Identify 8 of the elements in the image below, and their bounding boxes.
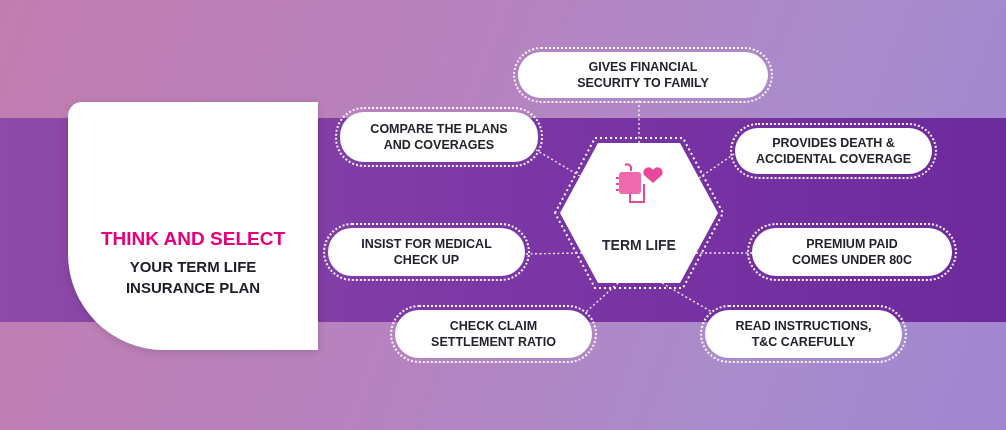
center-label: TERM LIFE <box>602 237 676 253</box>
title-card <box>68 102 318 350</box>
dotted-connector <box>535 149 581 177</box>
card-heading: THINK AND SELECT <box>101 228 285 250</box>
dotted-connector <box>585 282 619 313</box>
dotted-connector <box>661 282 713 313</box>
card-subheading: YOUR TERM LIFE INSURANCE PLAN <box>124 257 262 298</box>
dotted-connector <box>695 252 753 254</box>
